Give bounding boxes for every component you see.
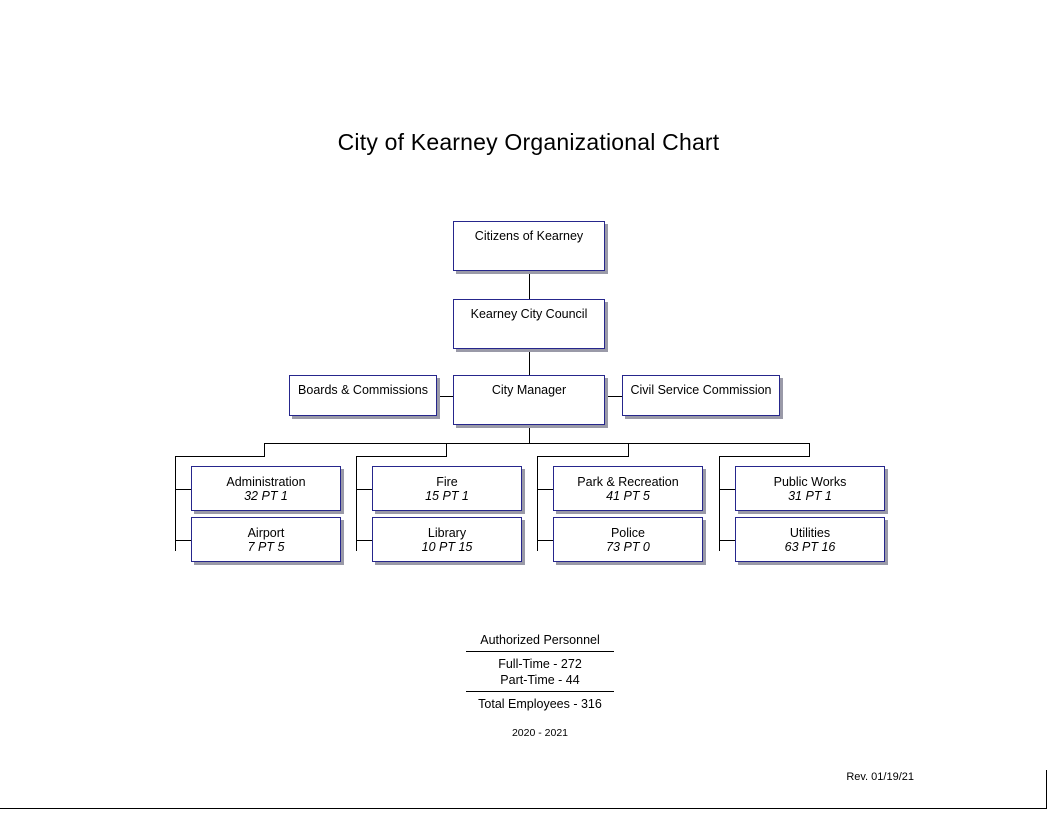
connector-airport-stub <box>175 540 191 541</box>
page-title: City of Kearney Organizational Chart <box>337 129 720 155</box>
summary-divider-bottom <box>466 691 614 692</box>
connector-group3-spine <box>537 456 538 551</box>
connector-group2-drop <box>446 443 447 456</box>
node-boards-and-commissions[interactable]: Boards & Commissions <box>289 375 437 416</box>
connector-utilities-stub <box>719 540 735 541</box>
department-name: Fire <box>436 475 458 489</box>
node-label: Kearney City Council <box>470 307 588 321</box>
node-label: Citizens of Kearney <box>474 229 584 243</box>
node-department-library[interactable]: Library 10 PT 15 <box>372 517 522 562</box>
connector-group4-step <box>719 456 810 457</box>
department-staffing: 32 PT 1 <box>244 489 288 503</box>
department-name: Utilities <box>789 526 831 540</box>
department-name: Public Works <box>773 475 847 489</box>
connector-administration-stub <box>175 489 191 490</box>
connector-council-manager <box>529 350 530 376</box>
connector-group4-spine <box>719 456 720 551</box>
department-staffing: 31 PT 1 <box>788 489 832 503</box>
connector-manager-boards <box>437 396 454 397</box>
connector-group2-spine <box>356 456 357 551</box>
connector-group1-step <box>175 456 265 457</box>
department-staffing: 7 PT 5 <box>247 540 285 554</box>
connector-police-stub <box>537 540 553 541</box>
summary-heading: Authorized Personnel <box>480 633 600 647</box>
summary-total-employees: Total Employees - 316 <box>478 697 602 711</box>
node-label: Civil Service Commission <box>630 383 772 397</box>
connector-park-recreation-stub <box>537 489 553 490</box>
node-kearney-city-council[interactable]: Kearney City Council <box>453 299 605 349</box>
connector-manager-bus <box>529 425 530 443</box>
department-staffing: 63 PT 16 <box>784 540 836 554</box>
revision-stamp: Rev. 01/19/21 <box>846 771 914 783</box>
page-right-edge <box>1046 770 1047 809</box>
node-label: City Manager <box>491 383 567 397</box>
department-name: Administration <box>226 475 306 489</box>
node-department-fire[interactable]: Fire 15 PT 1 <box>372 466 522 511</box>
node-city-manager[interactable]: City Manager <box>453 375 605 425</box>
node-civil-service-commission[interactable]: Civil Service Commission <box>622 375 780 416</box>
node-department-utilities[interactable]: Utilities 63 PT 16 <box>735 517 885 562</box>
connector-group2-step <box>356 456 447 457</box>
node-department-administration[interactable]: Administration 32 PT 1 <box>191 466 341 511</box>
connector-library-stub <box>356 540 372 541</box>
connector-group3-drop <box>628 443 629 456</box>
connector-public-works-stub <box>719 489 735 490</box>
connector-main-bus <box>264 443 810 444</box>
node-citizens-of-kearney[interactable]: Citizens of Kearney <box>453 221 605 271</box>
connector-group1-spine <box>175 456 176 551</box>
connector-fire-stub <box>356 489 372 490</box>
summary-divider-top <box>466 651 614 652</box>
department-staffing: 41 PT 5 <box>606 489 650 503</box>
connector-group4-drop <box>809 443 810 456</box>
connector-group1-drop <box>264 443 265 456</box>
summary-part-time: Part-Time - 44 <box>500 673 580 687</box>
department-name: Park & Recreation <box>577 475 679 489</box>
page-bottom-rule <box>0 808 1047 809</box>
department-name: Airport <box>247 526 285 540</box>
summary-full-time: Full-Time - 272 <box>498 657 582 671</box>
department-staffing: 73 PT 0 <box>606 540 650 554</box>
department-staffing: 10 PT 15 <box>421 540 473 554</box>
department-staffing: 15 PT 1 <box>425 489 469 503</box>
connector-manager-civil-service <box>605 396 622 397</box>
node-department-public-works[interactable]: Public Works 31 PT 1 <box>735 466 885 511</box>
department-name: Library <box>427 526 467 540</box>
connector-group3-step <box>537 456 629 457</box>
node-department-park-and-recreation[interactable]: Park & Recreation 41 PT 5 <box>553 466 703 511</box>
summary-year: 2020 - 2021 <box>511 727 569 739</box>
authorized-personnel-summary: Authorized Personnel Full-Time - 272 Par… <box>466 632 614 740</box>
node-department-police[interactable]: Police 73 PT 0 <box>553 517 703 562</box>
department-name: Police <box>610 526 646 540</box>
connector-citizens-council <box>529 272 530 299</box>
node-label: Boards & Commissions <box>298 383 428 397</box>
node-department-airport[interactable]: Airport 7 PT 5 <box>191 517 341 562</box>
